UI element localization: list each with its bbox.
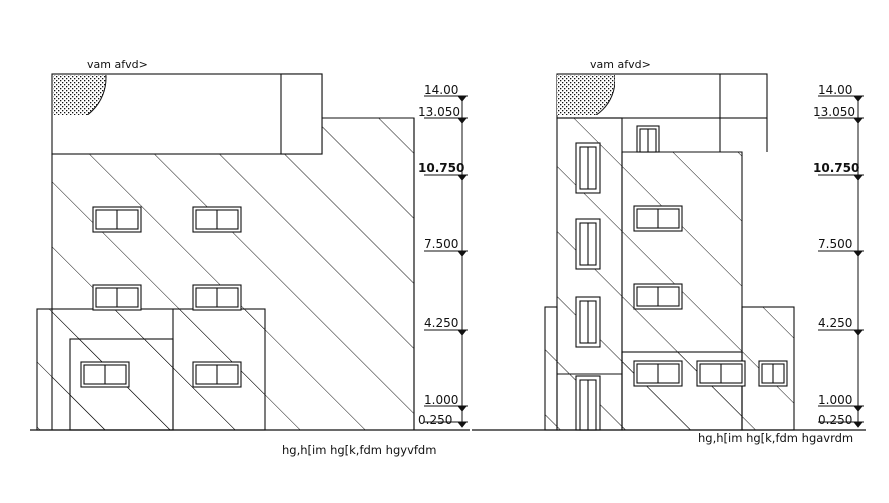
level-label: 14.00	[818, 83, 852, 97]
level-label: 0.250	[818, 413, 852, 427]
window	[633, 283, 683, 310]
level-label: 13.050	[813, 105, 855, 119]
left-caption: hg,h[im hg[k,fdm hgyvfdm	[282, 443, 436, 457]
right-note: vam afvd>	[590, 58, 651, 71]
left-stair-box	[280, 73, 323, 155]
window	[192, 361, 242, 388]
level-label: 7.500	[424, 237, 458, 251]
left-level-labels: 14.00 13.050 10.750 7.500 4.250 1.000 0.…	[418, 83, 464, 427]
level-label: 4.250	[424, 316, 458, 330]
right-windows	[575, 125, 788, 431]
level-label: 0.250	[418, 413, 452, 427]
right-level-markers	[818, 95, 864, 428]
window	[80, 361, 130, 388]
level-label: 14.00	[424, 83, 458, 97]
right-caption: hg,h[im hg[k,fdm hgavrdm	[698, 431, 853, 445]
level-label: 1.000	[818, 393, 852, 407]
stair-window	[575, 296, 601, 348]
stair-window	[575, 375, 601, 431]
level-label: 10.750	[813, 161, 859, 175]
window	[192, 206, 242, 233]
left-note: vam afvd>	[87, 58, 148, 71]
window	[192, 284, 242, 311]
window	[636, 125, 660, 153]
window	[633, 360, 683, 387]
window	[633, 205, 683, 232]
left-elevation	[36, 73, 415, 431]
window	[696, 360, 746, 387]
left-level-markers	[424, 95, 468, 428]
left-windows	[80, 206, 242, 388]
window	[92, 206, 142, 233]
level-label: 13.050	[418, 105, 460, 119]
window	[92, 284, 142, 311]
right-shrub	[557, 75, 615, 115]
left-shrub	[53, 75, 107, 115]
right-level-labels: 14.00 13.050 10.750 7.500 4.250 1.000 0.…	[813, 83, 859, 427]
level-label: 4.250	[818, 316, 852, 330]
window	[758, 360, 788, 387]
right-left-low-block	[544, 306, 558, 431]
level-label: 10.750	[418, 161, 464, 175]
level-label: 1.000	[424, 393, 458, 407]
stair-window	[575, 142, 601, 194]
stair-window	[575, 218, 601, 270]
level-label: 7.500	[818, 237, 852, 251]
